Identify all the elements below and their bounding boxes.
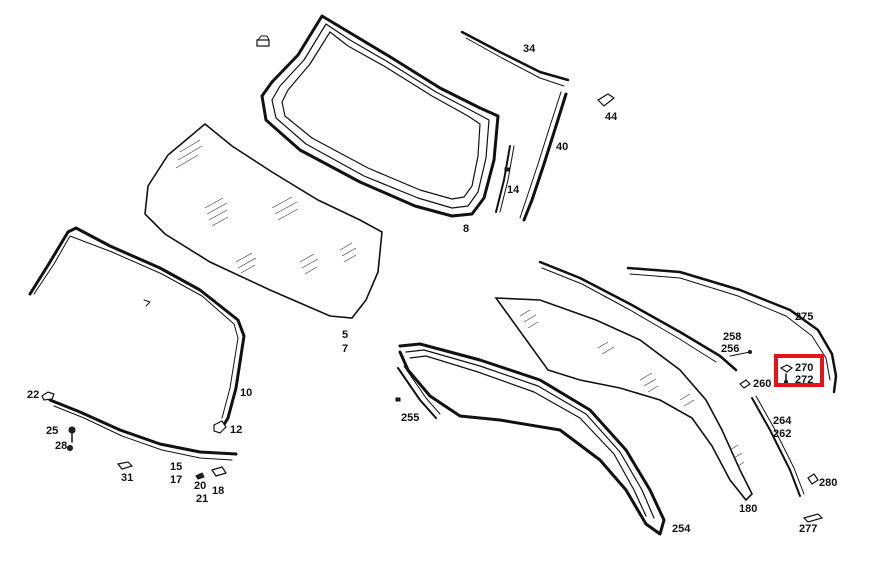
pillar-strip <box>519 91 568 222</box>
label-28: 28 <box>55 440 67 452</box>
highlight-box <box>774 354 824 387</box>
label-25: 25 <box>46 425 58 437</box>
small-parts-left <box>41 391 227 480</box>
windscreen-frame-strip <box>28 226 246 430</box>
seal-strip-255 <box>395 365 441 419</box>
label-260: 260 <box>753 378 771 390</box>
label-270: 270 <box>795 362 813 374</box>
label-277: 277 <box>799 523 817 535</box>
label-17: 17 <box>170 474 182 486</box>
windscreen-glass <box>144 122 383 319</box>
bracket-44 <box>597 93 616 107</box>
label-20: 20 <box>194 480 206 492</box>
clip-icon <box>256 35 270 47</box>
label-10: 10 <box>240 387 252 399</box>
label-255: 255 <box>401 412 419 424</box>
side-window-glass <box>494 297 753 502</box>
label-18: 18 <box>212 485 224 497</box>
label-275: 275 <box>795 311 813 323</box>
label-14: 14 <box>507 184 520 196</box>
part-labels: 34 44 40 14 8 5 7 10 12 22 25 28 31 15 1… <box>27 43 837 535</box>
label-12: 12 <box>230 424 242 436</box>
label-40: 40 <box>556 141 568 153</box>
label-258: 258 <box>723 331 741 343</box>
label-44: 44 <box>605 111 618 123</box>
label-256: 256 <box>721 343 739 355</box>
clip-icon <box>213 420 227 434</box>
label-31: 31 <box>121 472 133 484</box>
label-254: 254 <box>672 523 691 535</box>
label-262: 262 <box>773 428 791 440</box>
label-5: 5 <box>342 329 348 341</box>
side-frame-seal <box>398 342 666 536</box>
label-8: 8 <box>463 223 469 235</box>
label-264: 264 <box>773 415 792 427</box>
rear-frame-strip <box>460 30 570 87</box>
label-21: 21 <box>196 493 208 505</box>
rear-window-seal <box>260 14 500 218</box>
upper-strip-258 <box>538 260 738 372</box>
seal-strip-14 <box>495 145 515 213</box>
label-280: 280 <box>819 477 837 489</box>
upper-strip-275 <box>626 266 838 394</box>
small-parts-right <box>729 350 824 523</box>
label-15: 15 <box>170 461 182 473</box>
label-7: 7 <box>342 343 348 355</box>
label-272: 272 <box>795 374 813 386</box>
label-22: 22 <box>27 389 39 401</box>
label-34: 34 <box>523 43 536 55</box>
lower-moulding <box>48 398 238 461</box>
label-180: 180 <box>739 503 757 515</box>
